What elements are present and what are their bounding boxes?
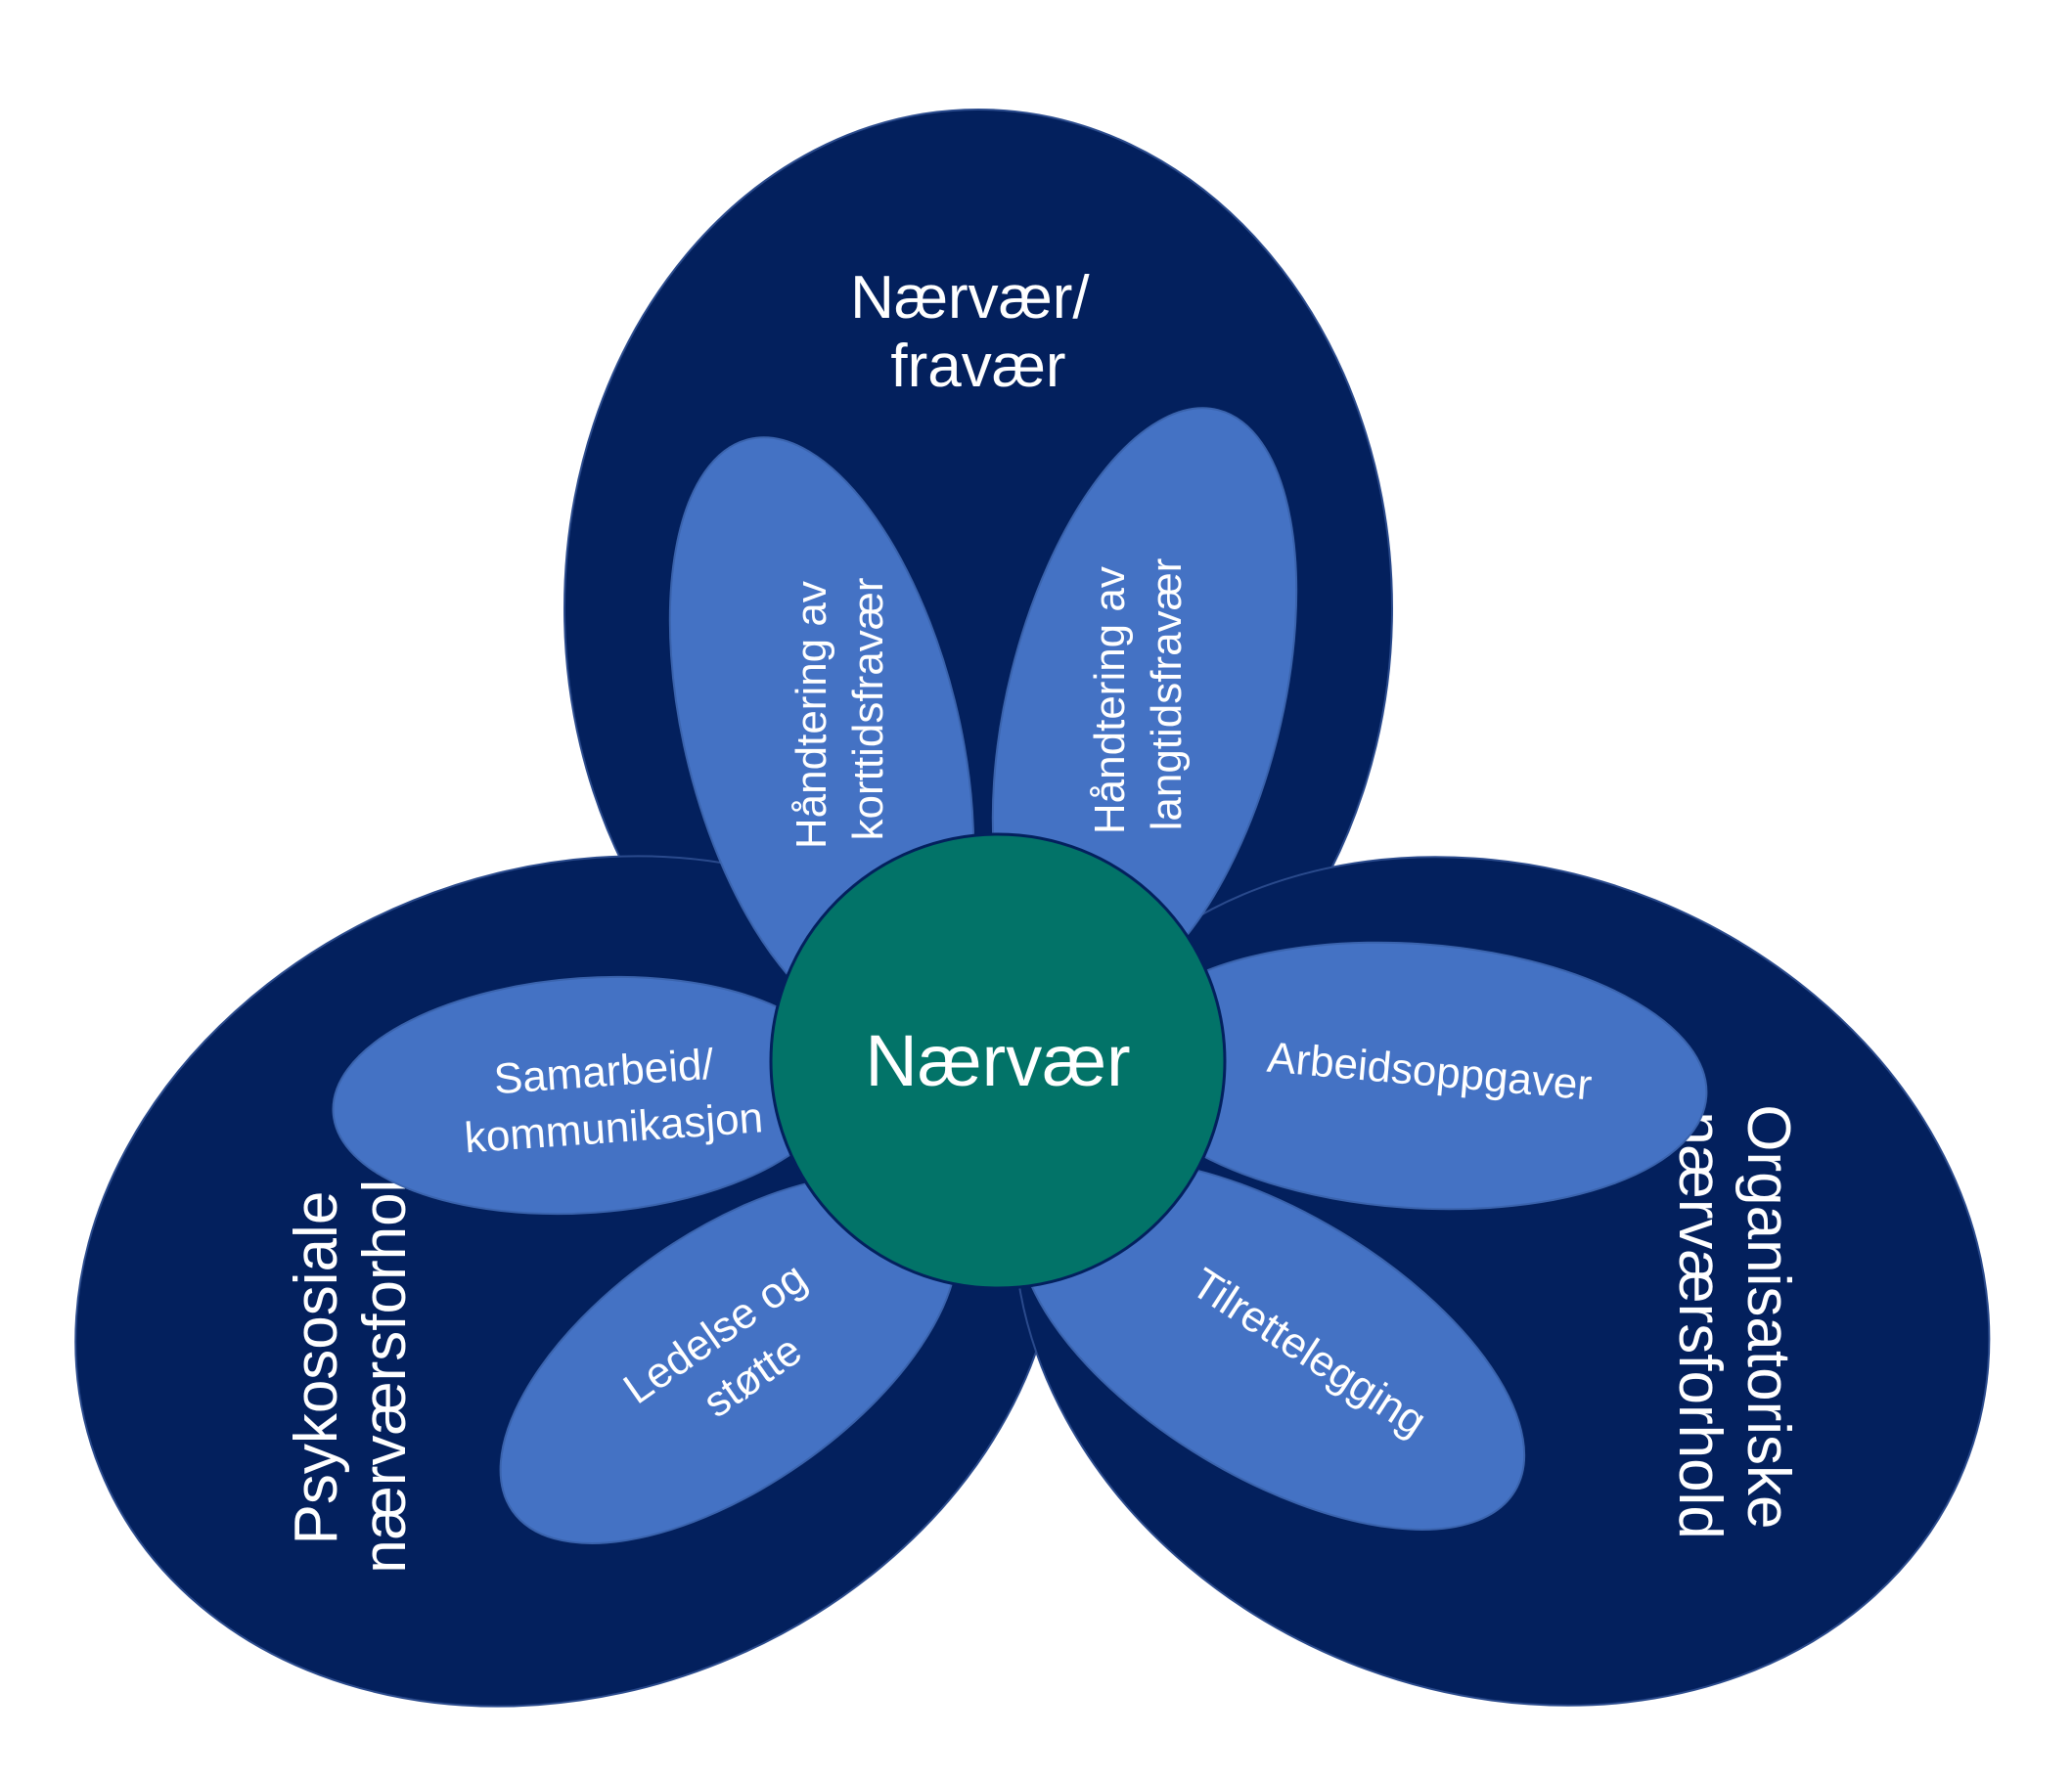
- center-circle: [769, 832, 1227, 1290]
- petal-label-korttidsfravaer: Håndtering av korttidsfravær: [788, 569, 892, 849]
- group-label-left: Psykososiale nærværsforhold: [283, 1145, 419, 1574]
- group-label-right: Organisatoriske nærværsforhold: [1666, 1104, 1802, 1545]
- center-label: Nærvær: [865, 1020, 1130, 1101]
- petal-label-langtidsfravaer: Håndtering av langtidsfravær: [1086, 555, 1191, 834]
- group-label-top: Nærvær/ fravær: [850, 264, 1106, 400]
